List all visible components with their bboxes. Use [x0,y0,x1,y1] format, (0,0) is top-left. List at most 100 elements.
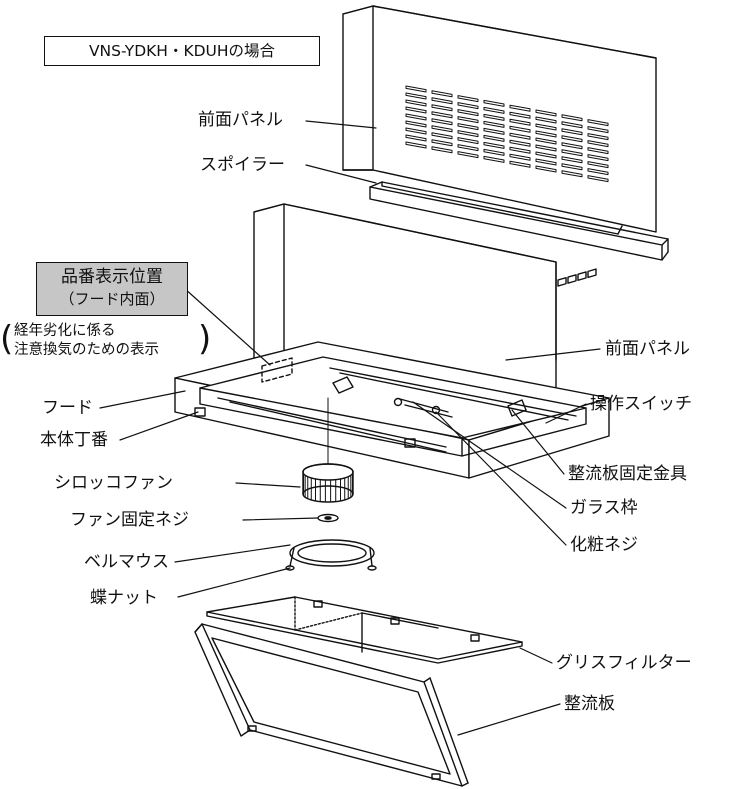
vent-slot [457,151,479,159]
vent-slot [431,132,453,140]
vent-slot [431,111,453,119]
vent-slot [509,153,531,161]
vent-slot [561,142,583,150]
vent-slot [587,175,609,183]
vent-slot [561,170,583,178]
vent-slot [509,139,531,147]
label-glass-frame: ガラス枠 [570,498,638,518]
vent-slot [457,102,479,110]
vent-slot [535,123,557,131]
vent-slot [509,146,531,154]
vent-slot [509,111,531,119]
vent-slot [457,95,479,103]
vent-slot [587,119,609,127]
vent-slot [483,134,505,142]
vent-slot [457,137,479,145]
label-sirocco-fan: シロッコファン [54,473,173,493]
label-front-panel-top: 前面パネル [198,110,283,130]
vent-slot [405,99,427,107]
leader-lines [99,120,601,736]
label-decorative-screw: 化粧ネジ [570,535,638,555]
vent-slot [431,125,453,133]
vent-slot [535,116,557,124]
vent-slot [405,141,427,149]
vent-slot [535,165,557,173]
vent-slot [405,127,427,135]
vent-slot [561,114,583,122]
label-butterfly-nut: 蝶ナット [90,588,158,608]
vent-slot [483,127,505,135]
vent-slot [587,154,609,162]
vent-slot [405,92,427,100]
vent-slot [535,137,557,145]
vent-slot [509,104,531,112]
flow-plate-drawing [194,623,469,787]
position-label-line2: （フード内面） [59,290,165,308]
model-number-position-box: 品番表示位置 （フード内面） [36,262,188,316]
vent-slot [457,144,479,152]
vent-slot [561,128,583,136]
vent-slot [561,135,583,143]
vent-slot [587,140,609,148]
vent-slot [535,130,557,138]
label-front-panel-mid: 前面パネル [605,339,690,359]
vent-slot [483,113,505,121]
switch-buttons [557,268,597,287]
vent-slot [535,151,557,159]
vent-slot [483,155,505,163]
vent-slot [587,161,609,169]
vent-slot [561,149,583,157]
label-flow-plate: 整流板 [564,694,615,714]
vent-slot [483,120,505,128]
spoiler [369,181,669,261]
front-panel-top [342,5,657,233]
vent-slot [535,158,557,166]
vent-slot [405,113,427,121]
vent-slot [587,126,609,134]
aging-note-line1: 経年劣化に係る [14,323,116,339]
fan-blades [302,471,354,503]
vent-slot [561,163,583,171]
vent-slot [509,118,531,126]
vent-slot [483,148,505,156]
label-spoiler: スポイラー [200,155,285,175]
label-bell-mouth: ベルマウス [84,552,169,572]
vent-slot [483,141,505,149]
label-body-hinge: 本体丁番 [40,430,108,450]
vent-slot [431,104,453,112]
bell-mouth-drawing [285,539,377,571]
vent-slot [457,130,479,138]
vent-slot [535,144,557,152]
label-grease-filter: グリスフィルター [556,653,692,673]
vent-slot [431,139,453,147]
vent-slot [457,123,479,131]
vent-slot [457,109,479,117]
vent-slot [431,118,453,126]
vent-slot [431,97,453,105]
vent-slot [535,109,557,117]
hood-body [174,203,610,479]
vent-slots [405,85,609,183]
vent-slot [405,134,427,142]
aging-note: 経年劣化に係る 注意換気のための表示 [14,322,159,360]
vent-slot [509,125,531,133]
grease-filter-drawing [206,596,523,664]
vent-slot [483,106,505,114]
label-hood: フード [42,398,93,418]
vent-slot [587,133,609,141]
label-flow-plate-bracket: 整流板固定金具 [568,464,687,484]
vent-slot [587,168,609,176]
vent-slot [561,156,583,164]
vent-slot [509,132,531,140]
label-fan-screw: ファン固定ネジ [70,510,189,530]
vent-slot [587,147,609,155]
vent-slot [431,146,453,154]
position-label-line1: 品番表示位置 [61,267,163,287]
vent-slot [405,106,427,114]
note-open-paren: ( [0,319,14,359]
diagram-title: VNS-YDKH・KDUHの場合 [44,36,320,66]
vent-slot [509,160,531,168]
vent-slot [483,99,505,107]
